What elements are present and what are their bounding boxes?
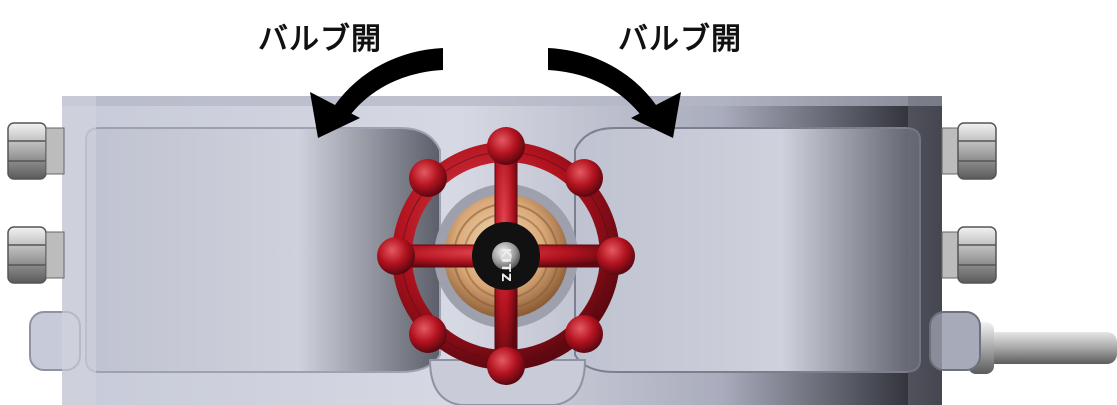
label-valve-open-left: バルブ開 <box>258 22 382 57</box>
arrow-counterclockwise <box>310 48 443 138</box>
bolt-nut-right-bottom <box>941 226 997 284</box>
arrow-clockwise <box>548 48 681 138</box>
bolt-nut-left-bottom <box>7 226 65 284</box>
handwheel <box>377 127 635 385</box>
side-pipe <box>985 332 1117 364</box>
bolt-nut-right-top <box>941 122 997 180</box>
housing-top-edge <box>62 96 942 106</box>
brand-mark: KITZ <box>499 248 513 283</box>
label-valve-open-right: バルブ開 <box>618 22 742 57</box>
bolt-nut-left-top <box>7 122 65 180</box>
